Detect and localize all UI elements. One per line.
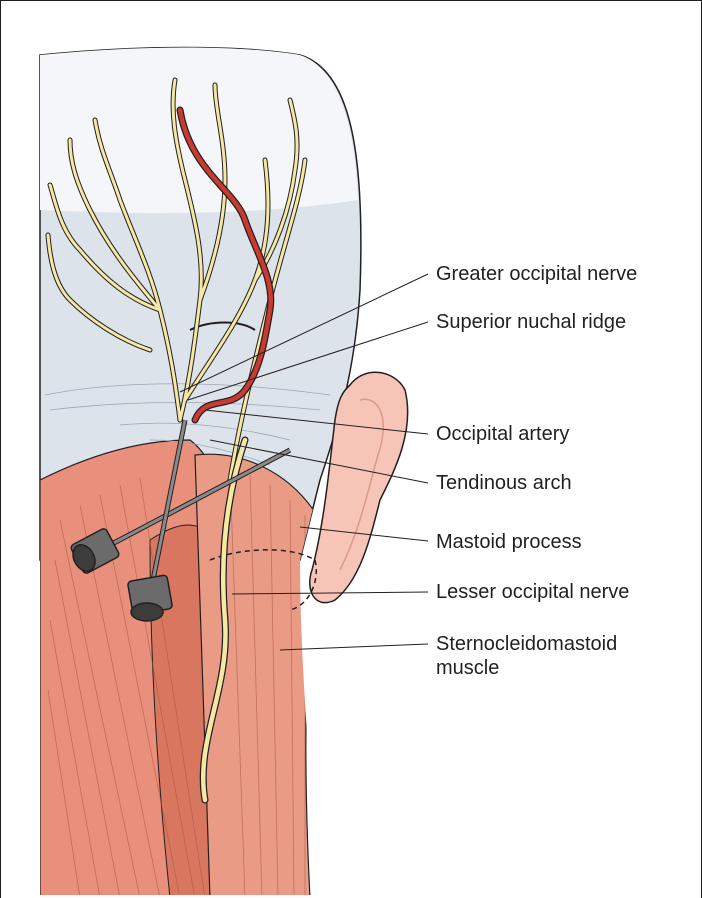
label-greater-occipital-nerve: Greater occipital nerve	[436, 262, 637, 286]
label-occipital-artery: Occipital artery	[436, 422, 569, 446]
label-mastoid-process: Mastoid process	[436, 530, 582, 554]
label-superior-nuchal-ridge: Superior nuchal ridge	[436, 310, 626, 334]
label-tendinous-arch: Tendinous arch	[436, 471, 572, 495]
scalp-highlight	[40, 48, 358, 213]
label-sternocleidomastoid-muscle: Sternocleidomastoid muscle	[436, 632, 617, 680]
sternocleidomastoid-shape	[195, 454, 320, 898]
label-lesser-occipital-nerve: Lesser occipital nerve	[436, 580, 629, 604]
leader-sternocleidomastoid	[280, 644, 428, 650]
